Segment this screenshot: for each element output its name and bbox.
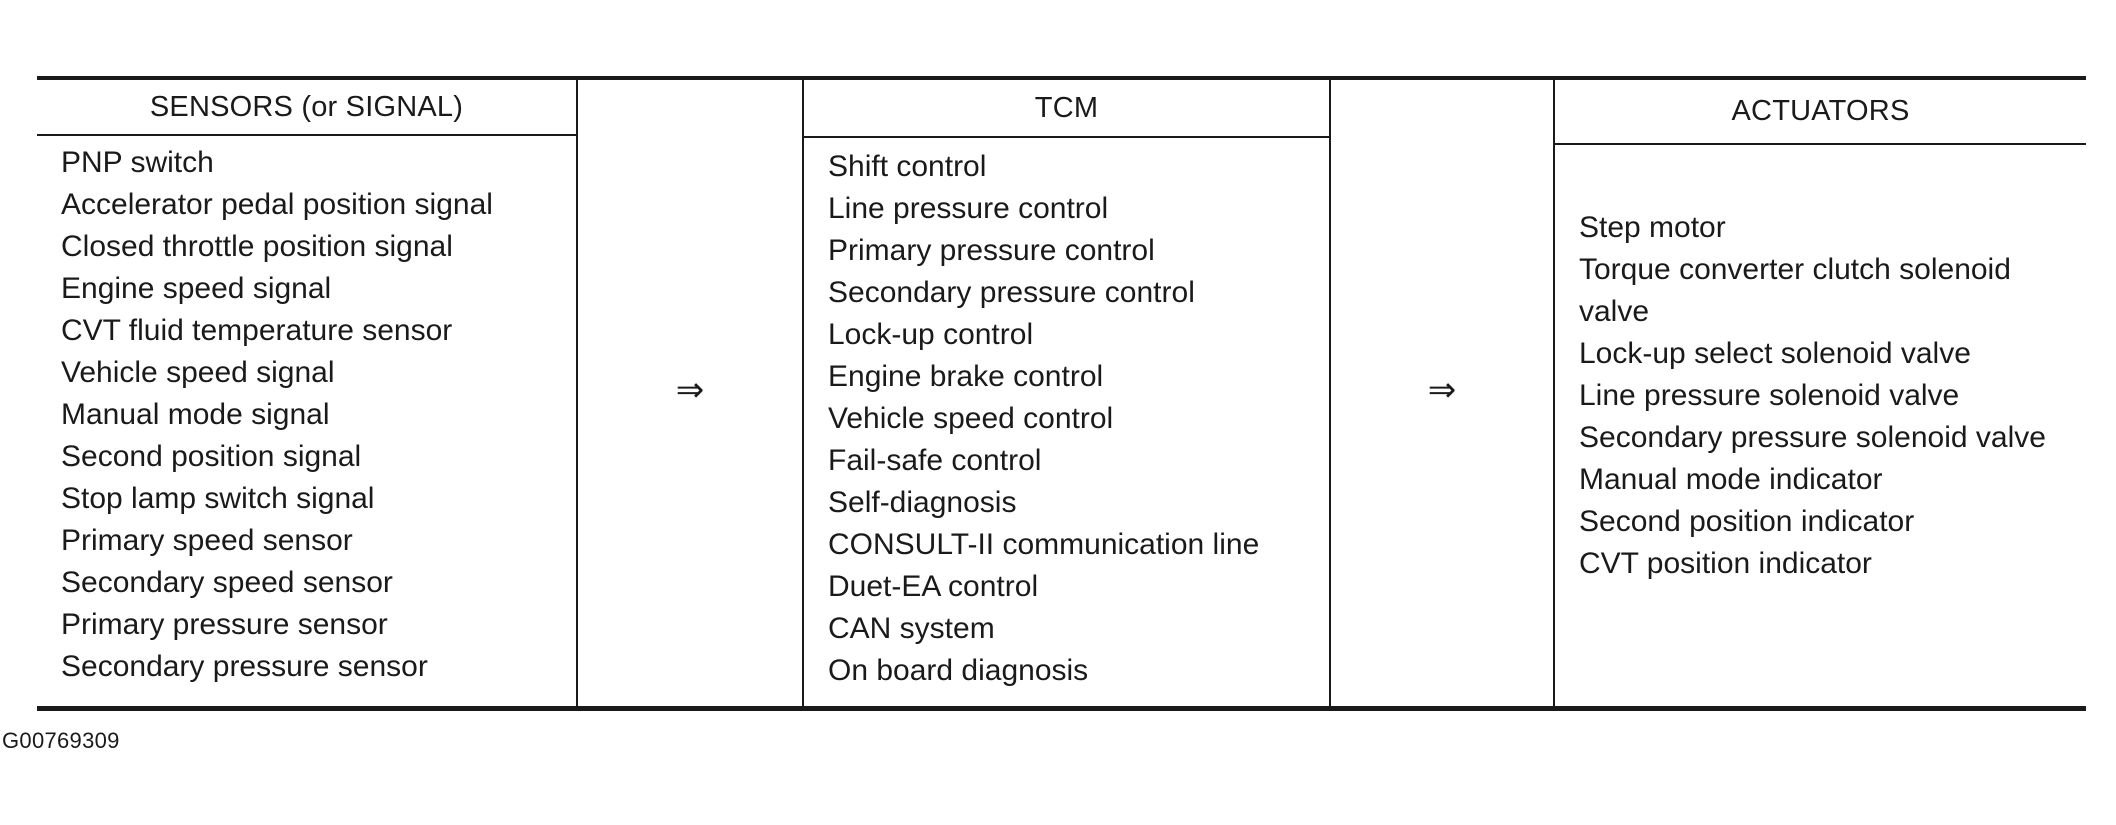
sensor-item: PNP switch <box>61 146 214 179</box>
sensor-item: Manual mode signal <box>61 398 330 431</box>
actuators-column: ACTUATORS Step motor Torque converter cl… <box>1555 80 2086 706</box>
sensor-item: Second position signal <box>61 440 362 473</box>
tcm-item: On board diagnosis <box>828 654 1089 687</box>
tcm-item: Self-diagnosis <box>828 486 1017 519</box>
sensor-item: Primary speed sensor <box>61 524 353 557</box>
actuator-item: Torque converter clutch solenoid valve <box>1579 253 2011 328</box>
tcm-item: Secondary pressure control <box>828 276 1195 309</box>
tcm-item: Primary pressure control <box>828 234 1155 267</box>
sensors-list: PNP switch Accelerator pedal position si… <box>37 136 576 688</box>
top-rule <box>37 76 2086 80</box>
tcm-item: CAN system <box>828 612 995 645</box>
actuator-item: CVT position indicator <box>1579 547 1872 580</box>
tcm-item: Shift control <box>828 150 987 183</box>
bottom-rule <box>37 706 2086 711</box>
tcm-item: Duet-EA control <box>828 570 1039 603</box>
arrow-column-tcm-to-actuators: ⇒ <box>1331 80 1555 706</box>
actuators-list: Step motor Torque converter clutch solen… <box>1555 145 2086 585</box>
figure-id: G00769309 <box>2 728 120 753</box>
tcm-item: CONSULT-II communication line <box>828 528 1260 561</box>
actuator-item: Secondary pressure solenoid valve <box>1579 421 2046 454</box>
tcm-item: Lock-up control <box>828 318 1034 351</box>
tcm-item: Vehicle speed control <box>828 402 1114 435</box>
actuator-item: Manual mode indicator <box>1579 463 1883 496</box>
sensor-item: Closed throttle position signal <box>61 230 453 263</box>
tcm-header: TCM <box>804 80 1329 138</box>
sensor-item: CVT fluid temperature sensor <box>61 314 453 347</box>
actuator-item: Second position indicator <box>1579 505 1915 538</box>
tcm-list: Shift control Line pressure control Prim… <box>804 138 1329 692</box>
right-double-arrow-icon: ⇒ <box>675 371 705 409</box>
sensor-item: Accelerator pedal position signal <box>61 188 493 221</box>
sensor-item: Stop lamp switch signal <box>61 482 375 515</box>
actuator-item: Lock-up select solenoid valve <box>1579 337 1971 370</box>
system-diagram-table: SENSORS (or SIGNAL) PNP switch Accelerat… <box>37 76 2086 711</box>
tcm-item: Engine brake control <box>828 360 1104 393</box>
actuators-header: ACTUATORS <box>1555 80 2086 145</box>
right-double-arrow-icon: ⇒ <box>1427 371 1457 409</box>
sensor-item: Secondary speed sensor <box>61 566 393 599</box>
tcm-item: Line pressure control <box>828 192 1109 225</box>
sensor-item: Primary pressure sensor <box>61 608 388 641</box>
actuator-item: Step motor <box>1579 211 1726 244</box>
sensor-item: Vehicle speed signal <box>61 356 335 389</box>
sensors-column: SENSORS (or SIGNAL) PNP switch Accelerat… <box>37 80 578 706</box>
sensor-item: Secondary pressure sensor <box>61 650 428 683</box>
tcm-column: TCM Shift control Line pressure control … <box>804 80 1331 706</box>
sensor-item: Engine speed signal <box>61 272 332 305</box>
tcm-item: Fail-safe control <box>828 444 1042 477</box>
arrow-column-sensors-to-tcm: ⇒ <box>578 80 804 706</box>
actuator-item: Line pressure solenoid valve <box>1579 379 1960 412</box>
sensors-header: SENSORS (or SIGNAL) <box>37 80 576 136</box>
